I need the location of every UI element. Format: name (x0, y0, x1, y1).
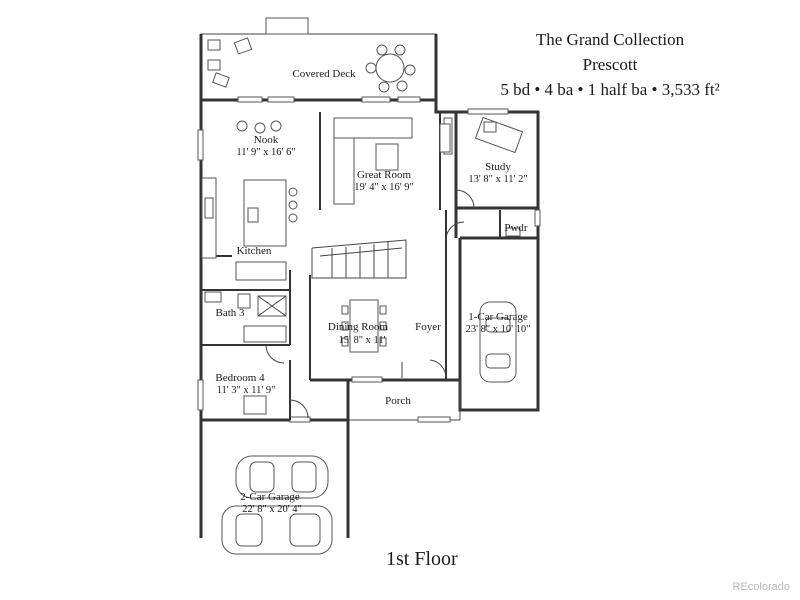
windows (197, 96, 541, 423)
room-bedroom-4: Bedroom 4 (215, 372, 265, 384)
collection-title: The Grand Collection (535, 30, 685, 49)
study-desk-icon (474, 116, 524, 154)
kitchen-island-icon (201, 177, 298, 281)
room-powder: Pwdr (504, 222, 528, 234)
room-dining-room-size: 15' 8" x 11' (338, 335, 385, 346)
room-nook-size: 11' 9" x 16' 6" (236, 147, 295, 158)
room-labels: Covered Deck Nook 11' 9" x 16' 6" Great … (215, 68, 530, 515)
double-garage-cars-icon (221, 455, 333, 555)
door-swings (265, 189, 475, 419)
fireplace-icon (439, 123, 451, 153)
covered-deck-area (199, 17, 438, 110)
room-study: Study (485, 161, 511, 173)
floor-label: 1st Floor (386, 548, 458, 570)
watermark: REcolorado (732, 581, 790, 593)
room-kitchen: Kitchen (237, 245, 272, 257)
room-study-size: 13' 8" x 11' 2" (468, 174, 527, 185)
deck-table-icon (365, 44, 416, 93)
room-2-car-garage-size: 22' 8" x 20' 4" (242, 504, 302, 515)
single-garage-car-icon (479, 301, 517, 383)
home-stats: 5 bd • 4 ba • 1 half ba • 3,533 ft² (500, 80, 720, 99)
room-1-car-garage-size: 23' 8" x 10' 10" (466, 324, 531, 335)
room-great-room: Great Room (357, 169, 412, 181)
room-dining-room: Dining Room (328, 321, 389, 333)
bath-fixtures-icon (204, 291, 287, 343)
model-name: Prescott (582, 55, 638, 74)
deck-chairs-icon (207, 37, 253, 88)
room-1-car-garage: 1-Car Garage (468, 311, 528, 323)
powder-toilet-icon (505, 227, 521, 237)
room-foyer: Foyer (415, 321, 441, 333)
bedroom-bed-icon (243, 395, 267, 415)
room-covered-deck: Covered Deck (292, 68, 356, 80)
room-bedroom-4-size: 11' 3" x 11' 9" (217, 385, 276, 396)
room-nook: Nook (254, 134, 279, 146)
room-great-room-size: 19' 4" x 16' 9" (354, 182, 414, 193)
room-2-car-garage: 2-Car Garage (240, 491, 300, 503)
room-bath-3: Bath 3 (215, 307, 245, 319)
staircase-icon (311, 239, 407, 279)
nook-table-icon (236, 120, 282, 134)
dining-table-icon (341, 299, 387, 353)
room-porch: Porch (385, 395, 411, 407)
